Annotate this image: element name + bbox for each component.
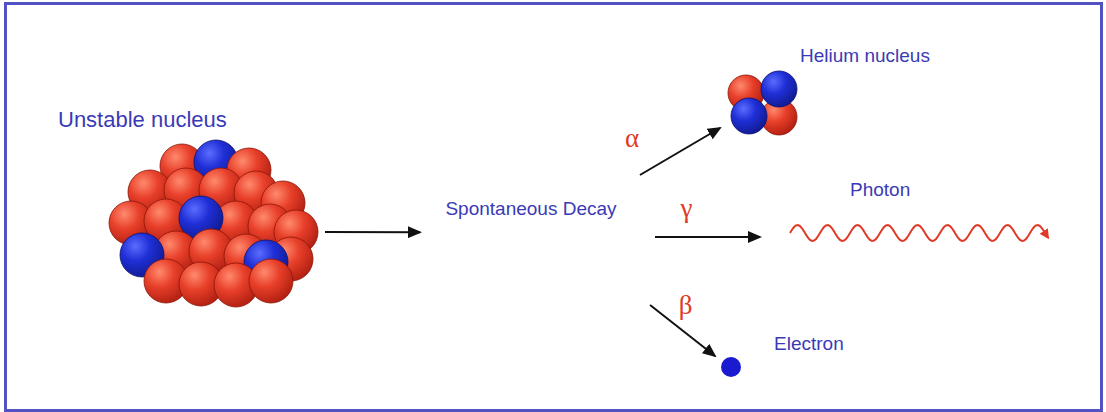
photon-wave bbox=[790, 225, 1048, 241]
neutron-sphere bbox=[761, 71, 797, 107]
decay-arrow bbox=[325, 231, 420, 233]
unstable-nucleus-figure bbox=[109, 140, 318, 307]
process-text: Spontaneous Decay bbox=[420, 197, 642, 222]
process-label: Spontaneous Decay bbox=[420, 175, 655, 305]
neutron-sphere bbox=[731, 98, 767, 134]
decay-arrow bbox=[655, 236, 760, 238]
node-heading: Unstable nucleus bbox=[58, 107, 227, 133]
proton-sphere bbox=[249, 259, 293, 303]
decay-arrow bbox=[640, 128, 720, 175]
helium-nucleus-figure bbox=[728, 71, 797, 135]
decay-symbol: γ bbox=[679, 194, 695, 221]
product-label: Electron bbox=[774, 332, 844, 357]
product-group: Electron bbox=[715, 330, 900, 385]
product-group: Helium nucleus bbox=[720, 40, 1010, 140]
nucleus-group: Unstable nucleus bbox=[55, 100, 325, 300]
product-label: Photon bbox=[850, 178, 910, 203]
product-group: Photon bbox=[760, 175, 1060, 260]
electron-dot bbox=[721, 357, 741, 377]
product-label: Helium nucleus bbox=[800, 44, 930, 69]
decay-symbol: α bbox=[623, 124, 641, 151]
decay-symbol: β bbox=[677, 291, 695, 318]
